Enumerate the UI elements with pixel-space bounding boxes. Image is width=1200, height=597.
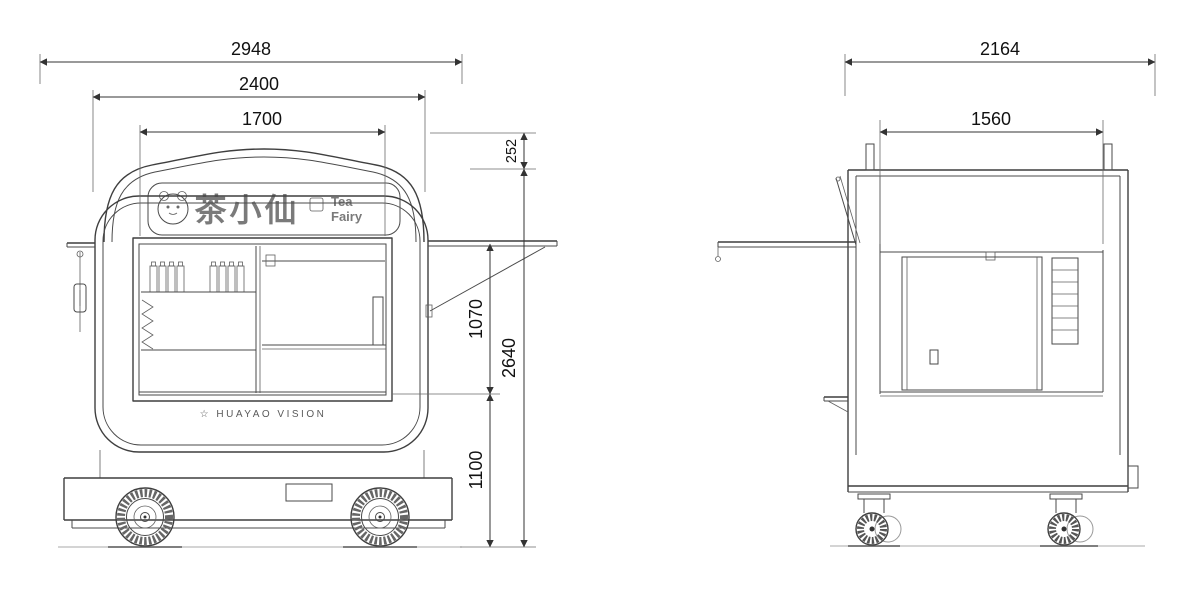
wheel-left: [115, 487, 175, 547]
sign-text-en-2: Fairy: [331, 209, 363, 224]
sign-text-cn: 茶小仙: [194, 192, 299, 228]
sign-panel: [147, 182, 401, 236]
service-window: [132, 237, 393, 402]
awning-right: [425, 240, 558, 318]
front-dimensions: 2948 2400 1700 252 2640 1070 1100: [39, 39, 536, 548]
rail-latch-side: [985, 251, 996, 261]
brand-text: ☆ HUAYAO VISION: [200, 409, 327, 420]
dim-body-width-label: 2400: [239, 74, 279, 94]
dim-body-length-label: 1560: [971, 109, 1011, 129]
seal-mark-icon: [309, 197, 324, 212]
side-view: 2164 1560: [715, 39, 1156, 547]
side-shelf: [823, 396, 849, 413]
side-dimensions: 2164 1560: [844, 39, 1156, 244]
sign-dome: 茶小仙 Tea Fairy: [103, 148, 425, 243]
door-handle: [929, 349, 939, 365]
counter-support: [372, 296, 384, 346]
dim-sign-offset-label: 252: [504, 139, 520, 163]
roof-post-left: [865, 143, 875, 171]
awning-side: [715, 175, 861, 262]
dim-overall-width-label: 2948: [231, 39, 271, 59]
awning-strut-side: [835, 177, 857, 246]
rack-zigzag: [141, 299, 154, 350]
dim-overall-height-label: 2640: [499, 338, 519, 378]
dim-overall-length-label: 2164: [980, 39, 1020, 59]
roof-post-right: [1103, 143, 1113, 171]
side-body: [847, 143, 1139, 493]
sliding-door: [901, 256, 1043, 391]
dim-base-height-label: 1100: [466, 451, 486, 490]
dim-window-height-label: 1070: [466, 299, 486, 339]
caster-right: [1047, 493, 1094, 546]
cart-body: [94, 195, 429, 453]
rail-latch: [265, 254, 276, 267]
rear-step: [1127, 465, 1139, 489]
wheel-right: [350, 487, 410, 547]
side-shelf-left: [66, 242, 95, 332]
front-view: 茶小仙 Tea Fairy: [39, 39, 558, 548]
dim-window-width-label: 1700: [242, 109, 282, 129]
sign-text-en-1: Tea: [331, 194, 353, 209]
bottle-row: [149, 261, 245, 293]
caster-left: [855, 493, 902, 546]
vent-slats: [1051, 257, 1079, 345]
chassis-base: [63, 450, 453, 529]
license-plate: [285, 483, 333, 502]
awning-strut: [429, 246, 546, 312]
side-interior: [880, 251, 1103, 397]
